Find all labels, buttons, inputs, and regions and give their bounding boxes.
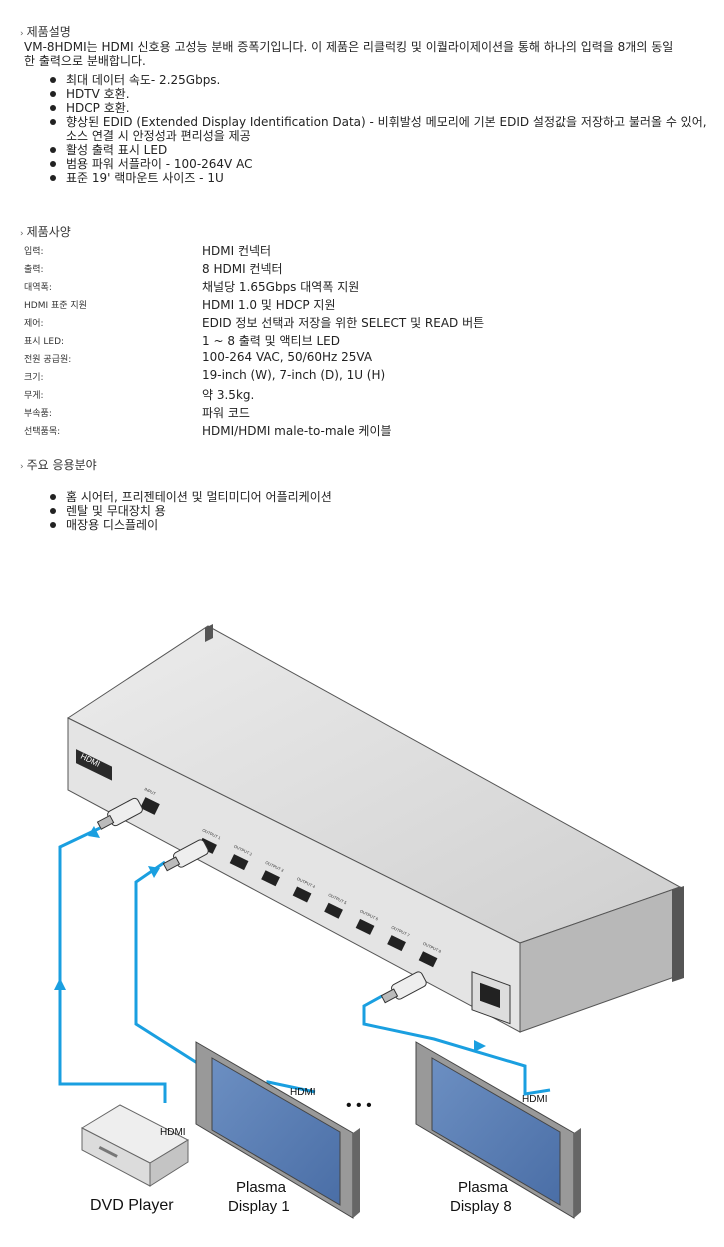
spec-row: 부속품: 파워 코드 <box>24 403 714 421</box>
spec-value: 1 ~ 8 출력 및 액티브 LED <box>202 334 340 348</box>
arrow-icon <box>54 978 66 990</box>
power-inlet <box>471 971 511 1025</box>
spec-key: 전원 공급원: <box>24 355 72 365</box>
applications-heading: ›주요 응용분야 <box>20 458 97 472</box>
feature-item-continued: 소스 연결 시 안정성과 편리성을 제공 <box>66 129 251 143</box>
cable-label-dvd: HDMI <box>160 1127 186 1138</box>
cable-out8-to-display8 <box>362 994 551 1096</box>
spec-row: 크기: 19-inch (W), 7-inch (D), 1U (H) <box>24 367 714 385</box>
feature-item: 표준 19' 랙마운트 사이즈 - 1U <box>46 171 707 185</box>
feature-item: HDTV 호환. <box>46 87 707 101</box>
spec-row: 표시 LED: 1 ~ 8 출력 및 액티브 LED <box>24 331 714 349</box>
spec-table: 입력: HDMI 컨넥터 출력: 8 HDMI 컨넥터 대역폭: 채널당 1.65Gb… <box>24 241 714 439</box>
spec-value: HDMI 컨넥터 <box>202 244 272 258</box>
spec-value: HDMI 1.0 및 HDCP 지원 <box>202 298 336 312</box>
hdmi-plug-icon <box>162 839 209 872</box>
spec-row: 출력: 8 HDMI 컨넥터 <box>24 259 714 277</box>
overview-intro: VM-8HDMI는 HDMI 신호용 고성능 분배 증폭기입니다. 이 제품은 … <box>24 40 674 68</box>
bullet-arrow-icon: › <box>20 229 24 239</box>
dvd-player <box>80 1104 190 1187</box>
specs-heading: ›제품사양 <box>20 225 71 239</box>
output-port <box>292 886 312 903</box>
output-port <box>387 935 406 952</box>
feature-list: 최대 데이터 속도- 2.25Gbps. HDTV 호환. HDCP 호환. 향… <box>46 73 707 185</box>
vm8hdmi-device: HDMI <box>66 624 684 1033</box>
output-port <box>324 902 343 919</box>
output-port <box>261 870 280 887</box>
spec-key: 대역폭: <box>24 283 52 293</box>
input-port <box>140 797 160 815</box>
spec-key: 입력: <box>24 247 44 257</box>
spec-row: 전원 공급원: 100-264 VAC, 50/60Hz 25VA <box>24 349 714 367</box>
spec-value: 약 3.5kg. <box>202 388 255 402</box>
spec-key: HDMI 표준 지원 <box>24 301 87 311</box>
output-port <box>418 951 438 968</box>
overview-heading: ›제품설명 <box>20 25 71 39</box>
application-item: 렌탈 및 무대장치 용 <box>46 504 332 518</box>
spec-value: EDID 정보 선택과 저장을 위한 SELECT 및 READ 버튼 <box>202 316 485 330</box>
feature-item: HDCP 호환. <box>46 101 707 115</box>
ellipsis: • • • <box>346 1097 372 1114</box>
arrow-icon <box>88 826 100 838</box>
arrow-icon <box>148 866 160 878</box>
hdmi-plug-icon <box>380 971 427 1004</box>
display8-label-line1: Plasma <box>458 1179 509 1196</box>
cable-label-display8: HDMI <box>522 1094 548 1105</box>
spec-key: 제어: <box>24 319 44 329</box>
input-port-label: INPUT <box>144 786 157 796</box>
spec-row: 선택품목: HDMI/HDMI male-to-male 케이블 <box>24 421 714 439</box>
spec-key: 무게: <box>24 391 44 401</box>
feature-item: 최대 데이터 속도- 2.25Gbps. <box>46 73 707 87</box>
hdmi-logo-plate <box>76 749 112 781</box>
bullet-arrow-icon: › <box>20 29 24 39</box>
spec-value: HDMI/HDMI male-to-male 케이블 <box>202 424 392 438</box>
spec-value: 8 HDMI 컨넥터 <box>202 262 283 276</box>
spec-row: 무게: 약 3.5kg. <box>24 385 714 403</box>
spec-key: 부속품: <box>24 409 52 419</box>
application-list: 홈 시어터, 프리젠테이션 및 멀티미디어 어플리케이션 렌탈 및 무대장치 용… <box>46 490 332 532</box>
rack-ear-right <box>672 886 684 982</box>
spec-value: 100-264 VAC, 50/60Hz 25VA <box>202 350 373 364</box>
application-item: 홈 시어터, 프리젠테이션 및 멀티미디어 어플리케이션 <box>46 490 332 504</box>
output-port <box>355 918 375 935</box>
application-item: 매장용 디스플레이 <box>46 518 332 532</box>
display1-label-line2: Display 1 <box>228 1198 290 1215</box>
spec-value: 파워 코드 <box>202 406 250 420</box>
arrow-icon <box>474 1040 486 1052</box>
rack-ear-left <box>205 624 213 642</box>
spec-row: 제어: EDID 정보 선택과 저장을 위한 SELECT 및 READ 버튼 <box>24 313 714 331</box>
spec-row: 대역폭: 채널당 1.65Gbps 대역폭 지원 <box>24 277 714 295</box>
spec-value: 19-inch (W), 7-inch (D), 1U (H) <box>202 368 386 382</box>
cable-label-display1: HDMI <box>290 1087 316 1098</box>
spec-key: 표시 LED: <box>24 337 65 347</box>
dvd-player-label: DVD Player <box>90 1197 174 1214</box>
feature-item: 범용 파워 서플라이 - 100-264V AC <box>46 157 707 171</box>
hdmi-plugs <box>96 797 427 1004</box>
feature-item: 활성 출력 표시 LED <box>46 143 707 157</box>
plasma-display-1 <box>195 1041 360 1219</box>
spec-key: 크기: <box>24 373 44 383</box>
hdmi-plug-icon <box>96 797 143 830</box>
input-port-group: INPUT <box>140 786 160 815</box>
spec-value: 채널당 1.65Gbps 대역폭 지원 <box>202 280 360 294</box>
output-port <box>229 854 249 871</box>
plasma-display-8 <box>415 1041 581 1219</box>
spec-key: 선택품목: <box>24 427 61 437</box>
spec-key: 출력: <box>24 265 44 275</box>
cable-dvd-to-input <box>58 826 167 1103</box>
display8-label-line2: Display 8 <box>450 1198 512 1215</box>
display1-label-line1: Plasma <box>236 1179 287 1196</box>
spec-row: HDMI 표준 지원 HDMI 1.0 및 HDCP 지원 <box>24 295 714 313</box>
spec-row: 입력: HDMI 컨넥터 <box>24 241 714 259</box>
feature-item: 향상된 EDID (Extended Display Identificatio… <box>46 115 707 129</box>
bullet-arrow-icon: › <box>20 462 24 472</box>
